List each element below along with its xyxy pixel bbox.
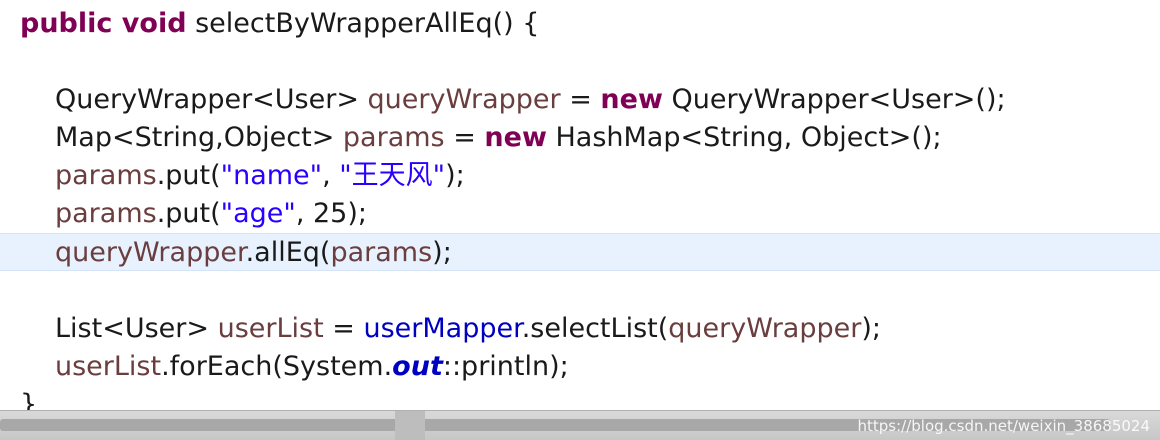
variable: queryWrapper (367, 84, 561, 115)
code-line-5[interactable]: params.put("name", "王天风"); (0, 157, 1160, 195)
closing: ); (861, 313, 881, 344)
code-line-3[interactable]: QueryWrapper<User> queryWrapper = new Qu… (0, 81, 1160, 119)
method-signature: selectByWrapperAllEq() { (186, 8, 540, 39)
closing: ); (445, 160, 465, 191)
closing: , 25); (295, 198, 367, 229)
scrollbar-marker (395, 411, 425, 440)
variable: params (55, 160, 157, 191)
method-call: .selectList( (521, 313, 669, 344)
variable: userList (217, 313, 324, 344)
operator: = (444, 122, 485, 153)
variable: params (330, 237, 433, 268)
variable: params (55, 198, 157, 229)
method-call: .forEach(System. (161, 351, 393, 382)
field: userMapper (363, 313, 522, 344)
code-line-7-current[interactable]: queryWrapper.allEq(params); (0, 233, 1160, 271)
method-call: .put( (156, 198, 221, 229)
string-literal: "age" (220, 198, 296, 229)
variable: queryWrapper (668, 313, 862, 344)
variable: userList (55, 351, 162, 382)
keyword: new (600, 84, 663, 115)
string-literal: "name" (220, 160, 323, 191)
code-line-1[interactable]: public void selectByWrapperAllEq() { (0, 5, 1160, 43)
string-literal: "王天风" (339, 160, 446, 191)
keyword: new (484, 122, 547, 153)
type-text: QueryWrapper<User> (55, 84, 368, 115)
variable: queryWrapper (55, 237, 246, 268)
method-call: .put( (156, 160, 221, 191)
method-call: .allEq( (245, 237, 331, 268)
constructor-text: HashMap<String, Object>(); (546, 122, 942, 153)
operator: = (560, 84, 601, 115)
code-line-9[interactable]: List<User> userList = userMapper.selectL… (0, 310, 1160, 348)
method-reference: ::println); (442, 351, 569, 382)
variable: params (342, 122, 445, 153)
separator: , (322, 160, 340, 191)
operator: = (323, 313, 364, 344)
closing: ); (432, 237, 452, 268)
code-line-4[interactable]: Map<String,Object> params = new HashMap<… (0, 119, 1160, 157)
scrollbar-thumb[interactable] (0, 419, 1110, 431)
type-text: Map<String,Object> (55, 122, 343, 153)
code-line-6[interactable]: params.put("age", 25); (0, 195, 1160, 233)
watermark: https://blog.csdn.net/weixin_38685024 (857, 417, 1150, 435)
type-text: List<User> (55, 313, 218, 344)
constructor-text: QueryWrapper<User>(); (662, 84, 1006, 115)
horizontal-scrollbar[interactable]: https://blog.csdn.net/weixin_38685024 (0, 410, 1160, 440)
static-field: out (392, 351, 443, 382)
code-line-10[interactable]: userList.forEach(System.out::println); (0, 348, 1160, 386)
keyword: public void (20, 8, 187, 39)
